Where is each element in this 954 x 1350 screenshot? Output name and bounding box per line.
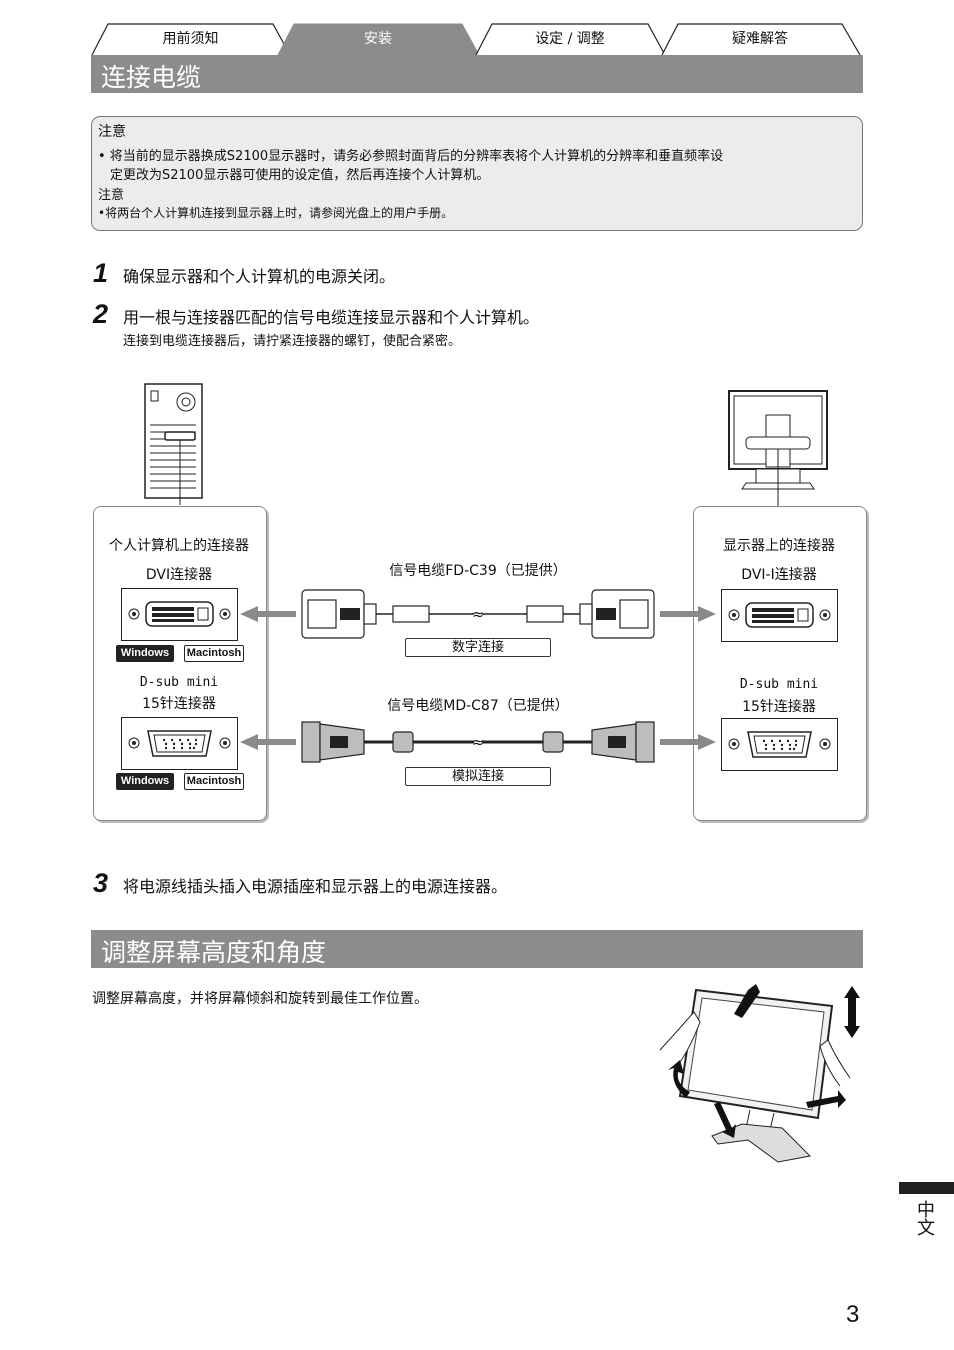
dvi-port-icon [128,601,231,627]
windows-badge: Windows [116,773,174,790]
monitor-connectors-title: 显示器上的连接器 [723,538,835,554]
step-number: 3 [93,868,109,898]
dvi-port-icon [728,602,831,628]
tab-settings[interactable]: 设定 / 调整 [535,31,605,47]
pc-tower-illustration [144,383,203,505]
caution-box: 注意 • 将当前的显示器换成S2100显示器时，请务必参照封面背后的分辨率表将个… [91,116,863,231]
dsub-port-icon [128,730,231,757]
language-tab-label[interactable]: 中文 [914,1200,935,1236]
tab-troubleshooting[interactable]: 疑难解答 [732,31,788,47]
section-title: 连接电缆 [101,63,202,92]
macintosh-badge: Macintosh [184,645,244,662]
step-text: 确保显示器和个人计算机的电源关闭。 [123,267,396,286]
tab-before-use[interactable]: 用前须知 [162,31,219,47]
nav-tabs: 用前须知 安装 设定 / 调整 疑难解答 [90,22,864,56]
monitor-dsub-label-2: 15针连接器 [742,699,816,715]
step-text: 将电源线插头插入电源插座和显示器上的电源连接器。 [123,877,508,896]
pc-dsub-label-1: D-sub mini [139,675,219,690]
digital-connection-label: 数字连接 [405,638,551,657]
page-number: 3 [846,1301,860,1328]
monitor-dvi-label: DVI-I连接器 [741,567,817,583]
cable1-label: 信号电缆FD-C39（已提供） [389,563,567,579]
language-tab-bar [899,1182,954,1194]
caution-text-1a: • 将当前的显示器换成S2100显示器时，请务必参照封面背后的分辨率表将个人计算… [98,149,724,164]
tab-installation[interactable]: 安装 [364,31,392,47]
svg-text:≈: ≈ [472,735,484,751]
section-header-connect-cable: 连接电缆 [91,55,863,93]
pc-dvi-port [121,588,238,641]
section-header-adjust-screen: 调整屏幕高度和角度 [91,930,863,968]
macintosh-badge: Macintosh [184,773,244,790]
monitor-adjust-illustration [659,984,860,1163]
step-number: 1 [93,258,109,288]
pc-dsub-label-2: 15针连接器 [142,696,216,712]
cable2-label: 信号电缆MD-C87（已提供） [387,698,569,714]
section-title: 调整屏幕高度和角度 [101,938,327,967]
monitor-dsub-label-1: D-sub mini [739,677,819,692]
dsub-cable-illustration: ≈ [240,721,716,763]
pc-dsub-port [121,717,238,770]
svg-text:≈: ≈ [472,607,484,623]
step-number: 2 [93,299,109,329]
dsub-port-icon [728,731,831,758]
adjust-description: 调整屏幕高度，并将屏幕倾斜和旋转到最佳工作位置。 [92,991,428,1007]
step-text: 用一根与连接器匹配的信号电缆连接显示器和个人计算机。 [123,308,540,327]
monitor-dvi-port [721,589,838,642]
caution-heading-2: 注意 [98,188,125,203]
monitor-dsub-port [721,718,838,771]
pc-dvi-label: DVI连接器 [145,567,213,583]
analog-connection-label: 模拟连接 [405,767,551,786]
step-subtext: 连接到电缆连接器后，请拧紧连接器的螺钉，使配合紧密。 [123,334,462,349]
windows-badge: Windows [116,645,174,662]
pc-connectors-title: 个人计算机上的连接器 [109,538,249,554]
caution-text-1b: 定更改为S2100显示器可使用的设定值，然后再连接个人计算机。 [110,168,490,183]
caution-text-2: •将两台个人计算机连接到显示器上时，请参阅光盘上的用户手册。 [98,206,454,220]
caution-heading: 注意 [98,124,126,140]
monitor-back-illustration [728,390,828,510]
dvi-cable-illustration: ≈ [240,589,716,639]
